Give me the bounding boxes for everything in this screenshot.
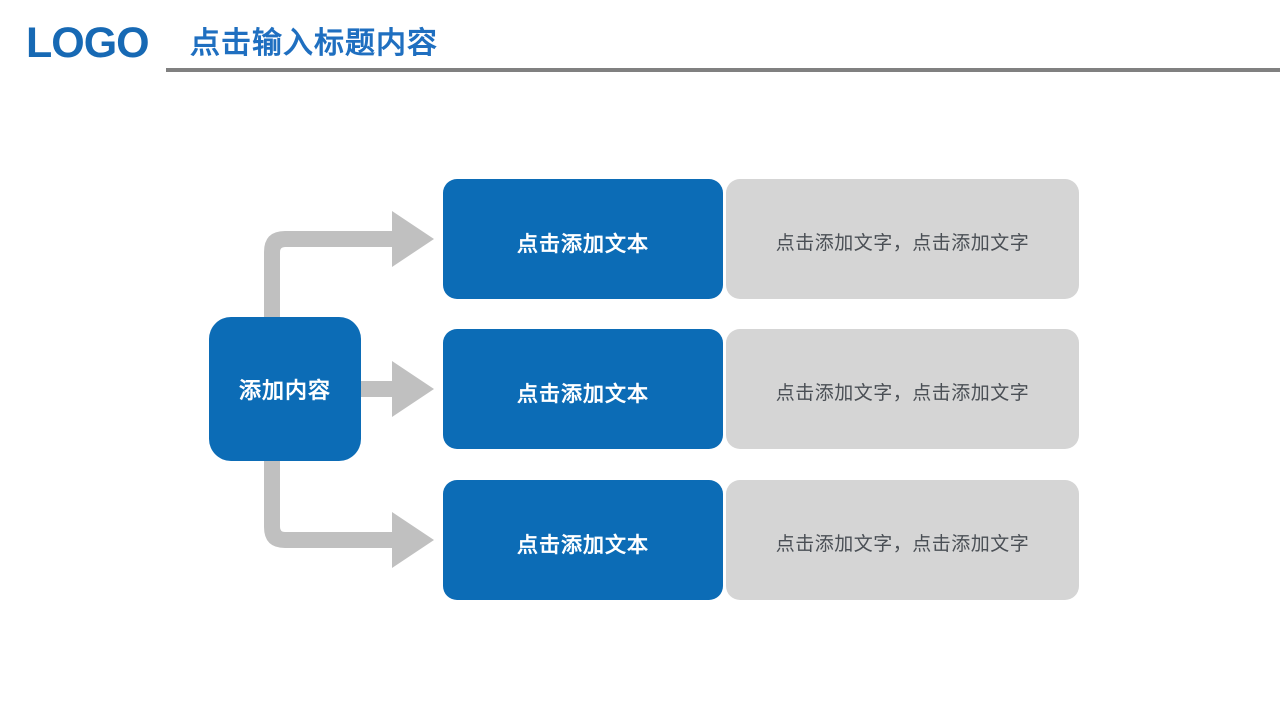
row-3-title-label: 点击添加文本 xyxy=(517,533,649,557)
diagram-row: 点击添加文本 点击添加文字，点击添加文字 xyxy=(443,329,1079,449)
arrow-to-row-1 xyxy=(264,211,434,400)
row-1-title-label: 点击添加文本 xyxy=(517,232,649,256)
row-1-body-label: 点击添加文字，点击添加文字 xyxy=(775,231,1030,254)
row-2-body-label: 点击添加文字，点击添加文字 xyxy=(775,381,1030,404)
arrow-to-row-3 xyxy=(264,378,434,568)
diagram-row: 点击添加文本 点击添加文字，点击添加文字 xyxy=(443,179,1079,299)
row-1-title-card[interactable]: 点击添加文本 xyxy=(443,179,723,299)
root-node[interactable]: 添加内容 xyxy=(209,317,361,461)
row-2-title-label: 点击添加文本 xyxy=(517,382,649,406)
slide-header: LOGO 点击输入标题内容 xyxy=(0,0,1280,90)
arrow-to-row-2 xyxy=(355,361,434,417)
diagram-row: 点击添加文本 点击添加文字，点击添加文字 xyxy=(443,480,1079,600)
row-1-body-card[interactable]: 点击添加文字，点击添加文字 xyxy=(726,179,1079,299)
logo: LOGO xyxy=(26,19,150,67)
page-title[interactable]: 点击输入标题内容 xyxy=(190,26,438,61)
root-node-label: 添加内容 xyxy=(238,379,331,404)
row-2-body-card[interactable]: 点击添加文字，点击添加文字 xyxy=(726,329,1079,449)
header-divider xyxy=(166,68,1280,72)
row-2-title-card[interactable]: 点击添加文本 xyxy=(443,329,723,449)
row-3-body-card[interactable]: 点击添加文字，点击添加文字 xyxy=(726,480,1079,600)
row-3-title-card[interactable]: 点击添加文本 xyxy=(443,480,723,600)
row-3-body-label: 点击添加文字，点击添加文字 xyxy=(775,532,1030,555)
